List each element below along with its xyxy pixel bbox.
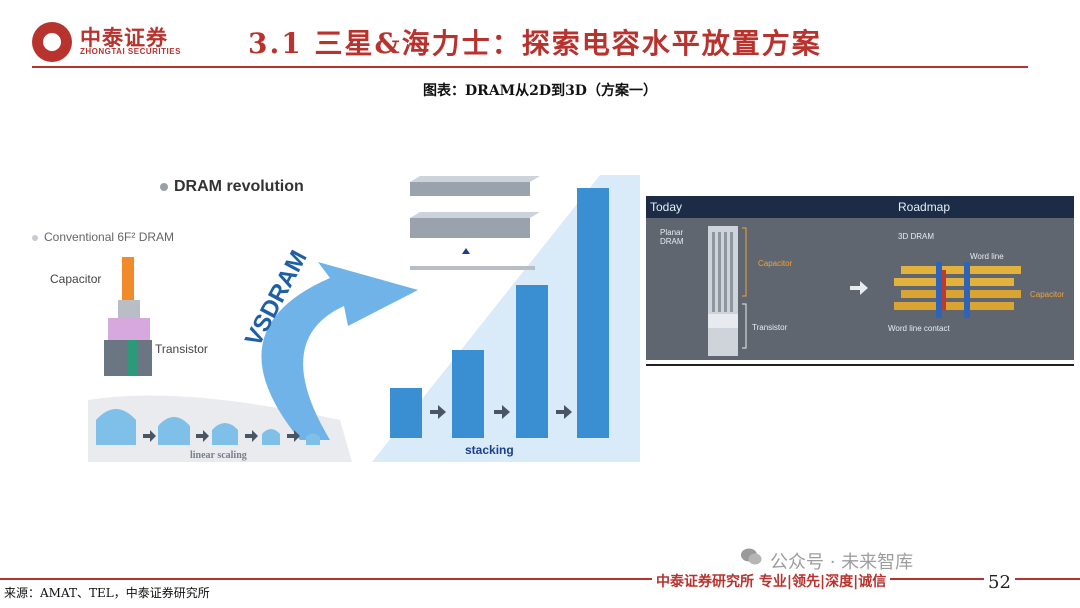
word-line-contact-label: Word line contact [888,324,950,333]
footer-brand: 中泰证券研究所 专业|领先|深度|诚信 [652,571,891,591]
figure-caption: 图表：DRAM从2D到3D（方案一） [423,83,657,99]
stacking-label: stacking [465,443,514,457]
stacking-towers [390,188,609,438]
dram-revolution-illustration [88,175,640,462]
roadmap-heading: Roadmap [898,200,951,214]
capacitor-base [118,300,140,318]
source-note: 来源：AMAT、TEL，中泰证券研究所 [4,586,210,600]
bullet-icon [32,234,38,241]
stacked-slabs [410,176,540,270]
stacking-arrows [430,405,572,419]
wechat-icon [741,548,762,565]
capacitor-roadmap-label: Capacitor [1030,290,1065,299]
logo-text-cn: 中泰证券 [80,26,168,50]
stacking-band [372,175,640,462]
footer-divider [0,578,1080,580]
conventional-dram-label: Conventional 6F² DRAM [32,230,174,244]
3d-dram-stack [894,262,1021,318]
page-title: 3.1 三星&海力士：探索电容水平放置方案 [248,27,822,60]
roadmap-panel-header [646,196,1074,218]
3d-dram-label: 3D DRAM [898,232,935,241]
transistor-channel [128,340,138,376]
transition-arrow [850,281,868,295]
capacitor-pillar [122,257,134,305]
header-divider [32,66,1028,68]
capacitor-today-label: Capacitor [758,259,793,268]
company-logo-icon [32,22,72,62]
dram-revolution-heading: DRAM revolution [160,178,304,196]
capacitor-label: Capacitor [50,272,102,286]
linear-scaling-buildings [96,409,320,445]
planar-vs-3d-dram-diagram [708,226,1021,356]
logo-text-en: ZHONGTAI SECURITIES [80,47,181,56]
vsdram-arrow [261,262,418,440]
linear-scaling-label: linear scaling [190,450,247,461]
scaling-arrows [143,430,300,442]
today-heading: Today [650,200,683,214]
bullet-icon [160,182,168,191]
panel-underline [646,364,1074,366]
planar-dram-label: Planar DRAM [660,228,684,246]
watermark-text: 公众号 · 未来智库 [770,552,914,573]
transistor-label: Transistor [155,342,208,356]
page-number: 52 [984,572,1015,593]
word-line-label: Word line [970,252,1004,261]
transistor-today-label: Transistor [752,323,788,332]
